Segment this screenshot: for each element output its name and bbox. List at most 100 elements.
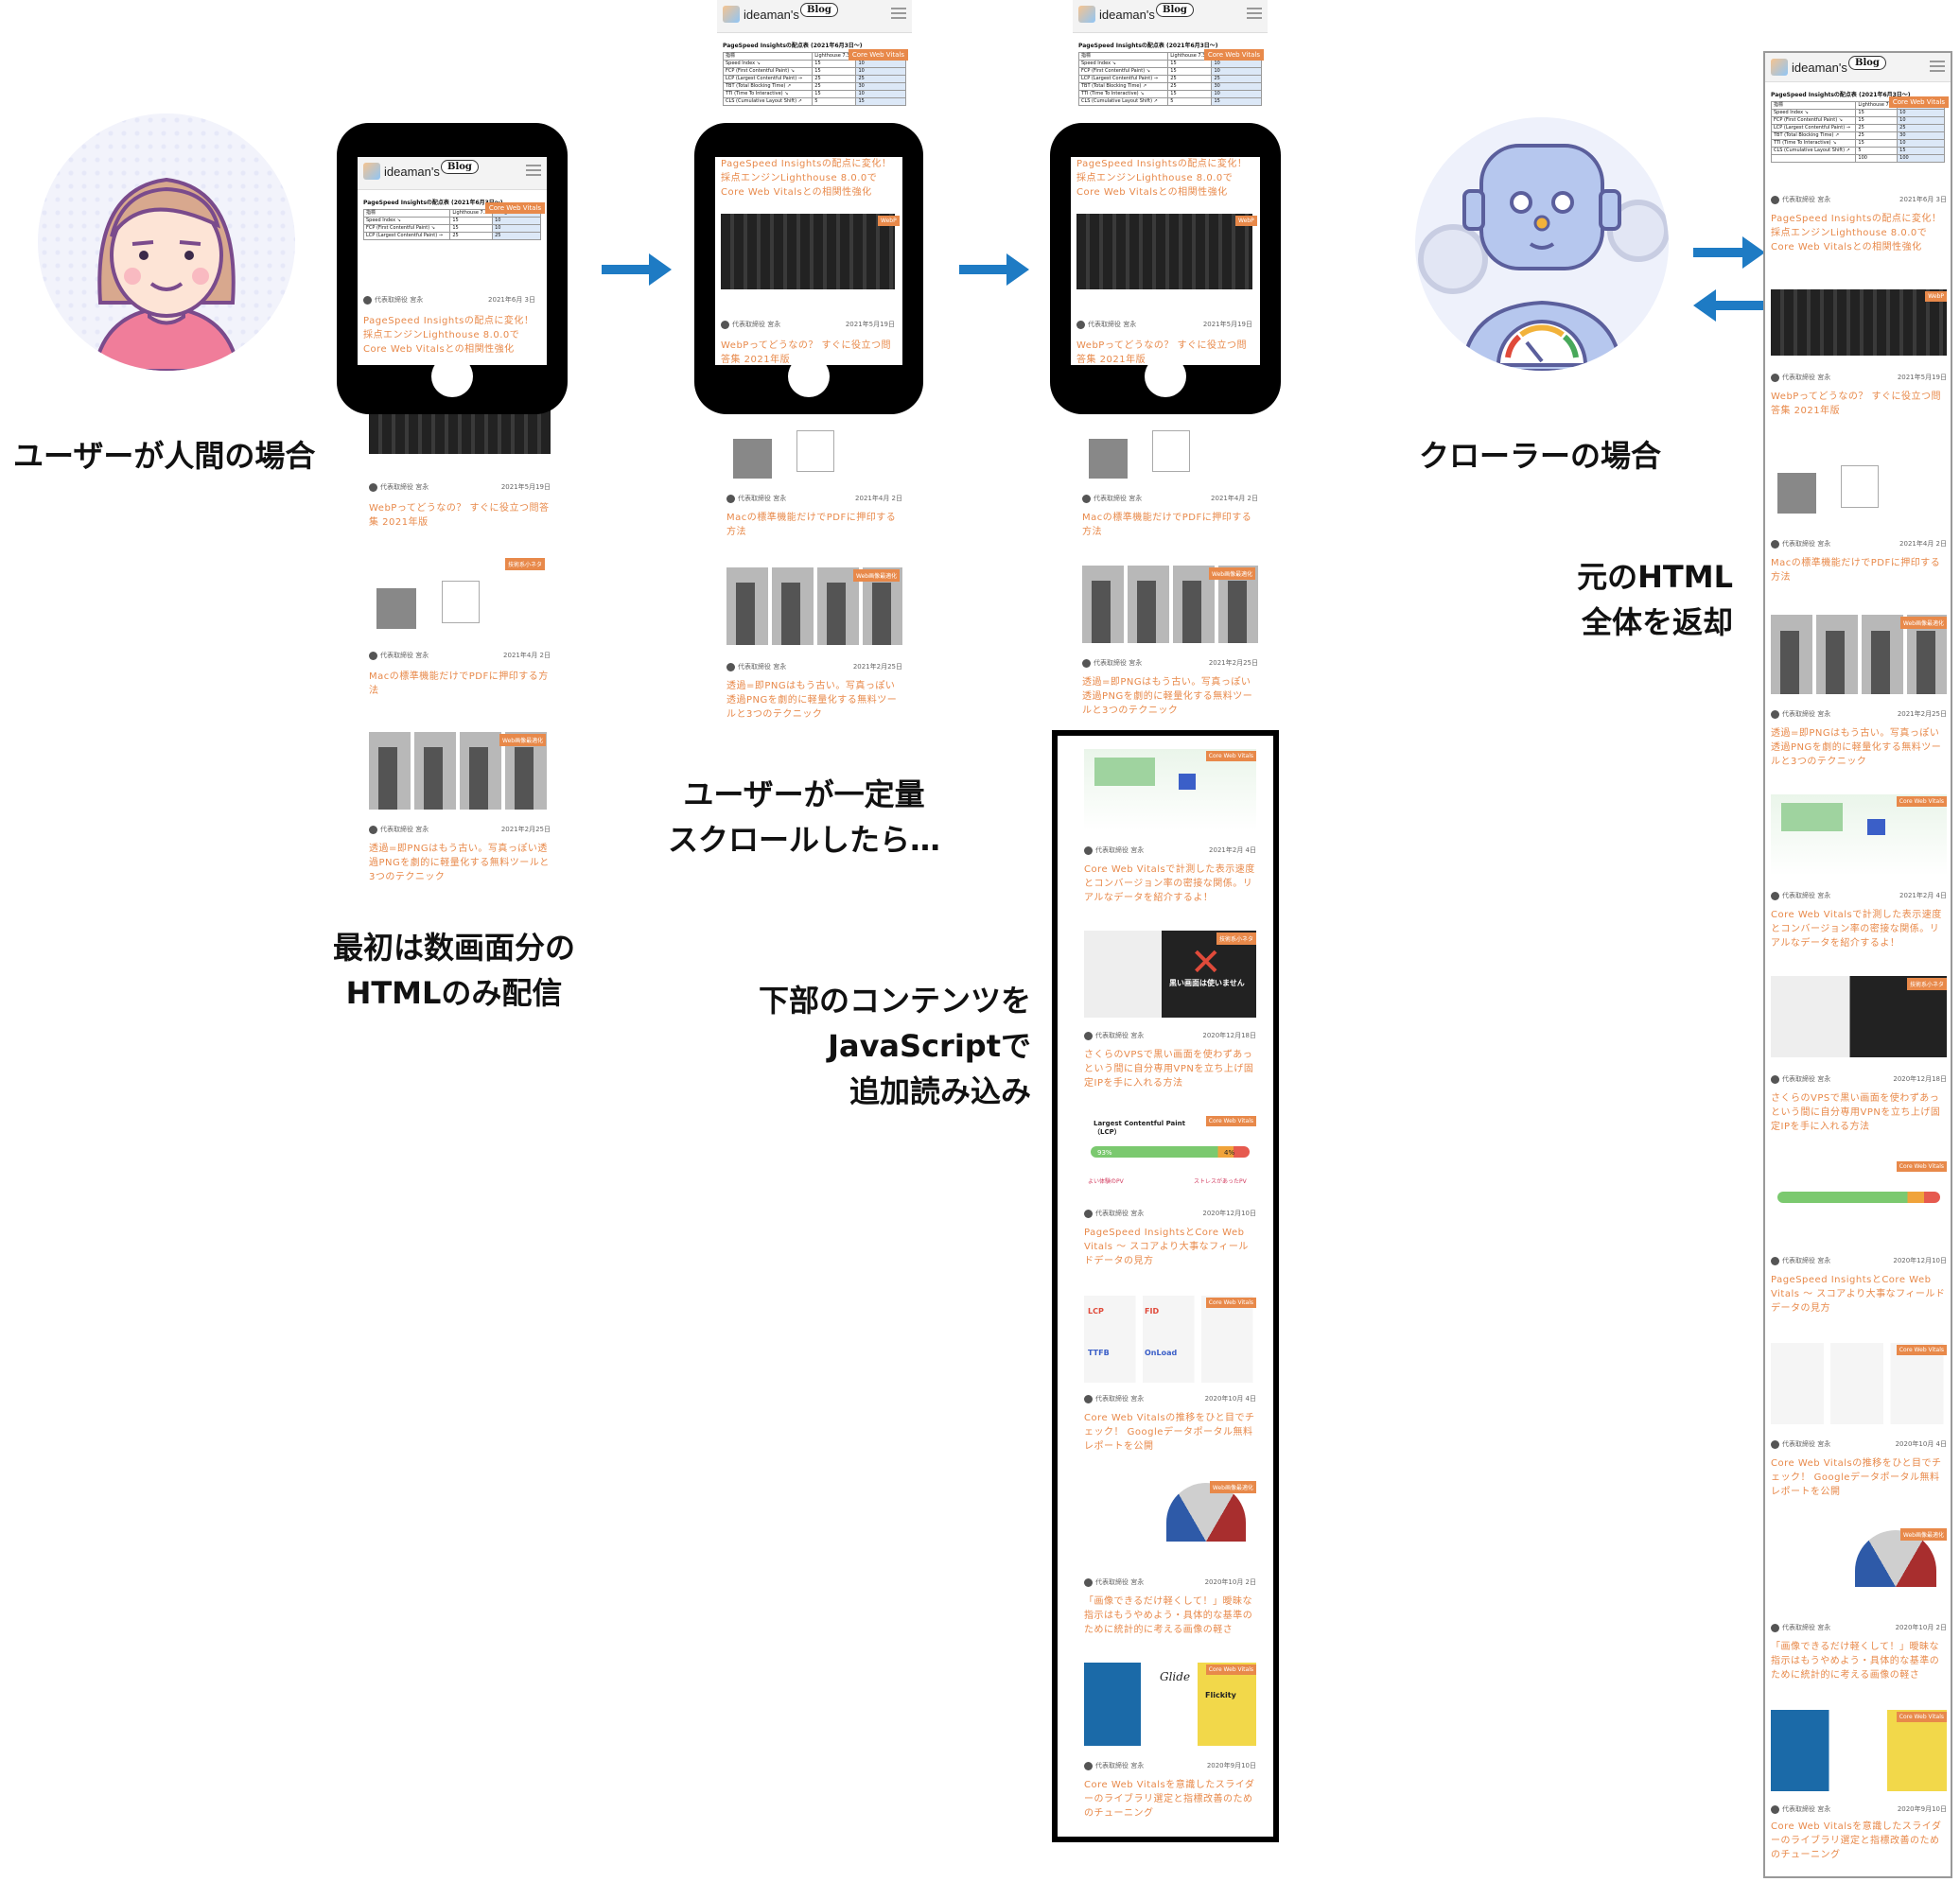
post-tag: 技術系小ネタ xyxy=(505,558,546,570)
blog-badge: Blog xyxy=(1848,56,1886,70)
post-tag: Core Web Vitals xyxy=(1205,1116,1256,1126)
post-meta: 代表取締役 宮永 2021年6月 3日 xyxy=(363,295,535,305)
post-title: Macの標準機能だけでPDFに押印する方法 xyxy=(1771,558,1941,583)
post-title: 透過=即PNGはもう古い。写真っぽい透過PNGを劇的に軽量化する無料ツールと3つ… xyxy=(726,681,898,720)
post-card[interactable]: Largest Contentful Paint（LCP） 93% 4% よい体… xyxy=(1084,1114,1256,1292)
author-name: 代表取締役 宮永 xyxy=(1782,710,1831,718)
author-avatar xyxy=(1076,320,1085,329)
thumb-slider: Glide Flickity xyxy=(1084,1663,1256,1746)
author-avatar xyxy=(1771,1074,1779,1084)
home-button[interactable] xyxy=(431,356,473,397)
home-button[interactable] xyxy=(1145,356,1186,397)
post-title: さくらのVPSで黒い画面を使わずあっという間に自分専用VPNを立ち上げ固定IPを… xyxy=(1771,1093,1941,1132)
blog-badge: Blog xyxy=(1156,3,1194,17)
author-avatar xyxy=(369,482,377,492)
menu-icon[interactable] xyxy=(526,165,541,176)
arrow-right-3 xyxy=(1693,236,1765,269)
post-card[interactable]: Glide Flickity Core Web Vitals 代表取締役 宮永 … xyxy=(1084,1663,1256,1840)
site-name: ideaman's xyxy=(1099,8,1155,22)
post-tag: Web画像最適化 xyxy=(499,734,547,746)
menu-icon[interactable] xyxy=(1930,61,1945,72)
post-meta: 代表取締役 宮永 2020年12月18日 xyxy=(1771,1074,1947,1084)
post-title: Macの標準機能だけでPDFに押印する方法 xyxy=(726,513,897,537)
blog-header: ideaman's Blog xyxy=(358,157,547,190)
ds-label-fid: FID xyxy=(1145,1307,1160,1316)
author-name: 代表取締役 宮永 xyxy=(1094,659,1143,667)
phone-screen: PageSpeed Insightsの配点に変化！ 採点エンジンLighthou… xyxy=(715,157,902,365)
post-date: 2021年2月25日 xyxy=(1208,659,1258,667)
post-card[interactable]: LCP FID TTFB OnLoad Core Web Vitals 代表取締… xyxy=(1084,1296,1256,1473)
post-card[interactable]: Core Web Vitals 代表取締役 宮永 2021年2月 4日 Core… xyxy=(1084,749,1256,927)
post-meta: 代表取締役 宮永 2021年4月 2日 xyxy=(369,651,551,660)
post-title: Core Web Vitalsを意識したスライダーのライブラリ選定と指標改善のた… xyxy=(1771,1821,1942,1860)
ds-label-ttfb: TTFB xyxy=(1088,1349,1110,1357)
thumb-chart xyxy=(1771,794,1947,876)
post-date: 2021年5月19日 xyxy=(500,483,551,491)
post-tag: Core Web Vitals xyxy=(1205,1298,1256,1308)
blog-header: ideaman's Blog xyxy=(1765,53,1951,82)
post-date: 2021年2月25日 xyxy=(500,826,551,833)
vps-caption: 黒い画面は使いません xyxy=(1169,979,1245,987)
author-avatar xyxy=(1771,1804,1779,1814)
author-name: 代表取締役 宮永 xyxy=(1095,1032,1145,1039)
post-tag: Core Web Vitals xyxy=(1896,1161,1947,1172)
post-card[interactable]: 黒い画面は使いません ✕ 技術系小ネタ 代表取締役 宮永 2020年12月18日… xyxy=(1084,931,1256,1108)
author-name: 代表取締役 宮永 xyxy=(1782,1805,1831,1813)
post-card[interactable]: Web画像最適化 代表取締役 宮永 2020年10月 2日 「画像できるだけ軽く… xyxy=(1084,1479,1256,1657)
author-avatar xyxy=(1771,373,1779,382)
post-date: 2020年9月10日 xyxy=(1206,1762,1256,1769)
author-avatar xyxy=(726,494,735,503)
after-scroll-caption: ユーザーが一定量 スクロールしたら… xyxy=(662,772,946,863)
post-tag: Web画像最適化 xyxy=(1899,617,1947,629)
post-date: 2021年5月19日 xyxy=(1897,374,1947,381)
post-meta: 代表取締役 宮永 2020年10月 2日 xyxy=(1771,1623,1947,1632)
post-tag: Web画像最適化 xyxy=(853,569,901,582)
post-meta: 代表取締役 宮永 2021年5月19日 xyxy=(1076,320,1252,329)
author-name: 代表取締役 宮永 xyxy=(1782,1075,1831,1083)
thumb-webp xyxy=(721,214,895,289)
post-title: Core Web Vitalsの推移をひと目でチェック！ Googleデータポー… xyxy=(1084,1413,1255,1452)
lcp-pct-needs: 4% xyxy=(1224,1149,1235,1157)
site-name: ideaman's xyxy=(1792,61,1847,75)
post-tag: 技術系小ネタ xyxy=(1216,932,1256,945)
post-meta: 代表取締役 宮永 2021年5月19日 xyxy=(1771,373,1947,382)
author-avatar xyxy=(1771,1256,1779,1265)
menu-icon[interactable] xyxy=(1247,8,1262,19)
author-avatar xyxy=(1771,539,1779,549)
phone1-below-fold: 代表取締役 宮永 2021年5月19日 WebPってどうなの？ すぐに役立つ問答… xyxy=(365,407,554,889)
post-title: 「画像できるだけ軽くして！」曖昧な指示はもうやめよう・具体的な基準のために統計的… xyxy=(1084,1596,1253,1635)
post-tag: Core Web Vitals xyxy=(1896,1712,1947,1722)
post-meta: 代表取締役 宮永 2020年12月10日 xyxy=(1084,1209,1256,1218)
post-meta: 代表取締役 宮永 2021年5月19日 xyxy=(721,320,895,329)
lcp-pct-good: 93% xyxy=(1097,1149,1112,1157)
post-tag: Core Web Vitals xyxy=(1203,49,1264,61)
author-avatar xyxy=(369,825,377,834)
author-avatar xyxy=(1084,1394,1093,1403)
author-name: 代表取締役 宮永 xyxy=(1782,540,1831,548)
author-name: 代表取締役 宮永 xyxy=(1088,321,1137,328)
author-name: 代表取締役 宮永 xyxy=(738,663,787,671)
crawler-case-caption: クローラーの場合 xyxy=(1419,438,1662,474)
post-date: 2020年10月 4日 xyxy=(1895,1440,1947,1448)
post-date: 2020年12月18日 xyxy=(1202,1032,1256,1039)
human-case-caption: ユーザーが人間の場合 xyxy=(13,438,316,474)
caption-line: JavaScriptで xyxy=(828,1028,1031,1064)
post-meta: 代表取締役 宮永 2020年10月 2日 xyxy=(1084,1577,1256,1587)
caption-line: 全体を返却 xyxy=(1581,604,1733,640)
post-tag: Core Web Vitals xyxy=(1896,796,1947,807)
author-avatar xyxy=(1084,1209,1093,1218)
author-name: 代表取締役 宮永 xyxy=(1782,196,1831,203)
post-date: 2020年10月 4日 xyxy=(1204,1395,1256,1403)
home-button[interactable] xyxy=(788,356,830,397)
post-tag: Core Web Vitals xyxy=(1205,751,1256,761)
ds-label-lcp: LCP xyxy=(1088,1307,1104,1316)
menu-icon[interactable] xyxy=(891,8,906,19)
post-title: Macの標準機能だけでPDFに押印する方法 xyxy=(1082,513,1252,537)
post-tag: Web画像最適化 xyxy=(1209,1481,1256,1493)
phone-screen: ideaman's Blog PageSpeed Insightsの配点表 (2… xyxy=(358,157,547,365)
author-name: 代表取締役 宮永 xyxy=(1782,1624,1831,1631)
post-title: Core Web Vitalsで計測した表示速度とコンバージョン率の密接な関係。… xyxy=(1084,864,1255,903)
phone-initial: ideaman's Blog PageSpeed Insightsの配点表 (2… xyxy=(337,123,568,414)
